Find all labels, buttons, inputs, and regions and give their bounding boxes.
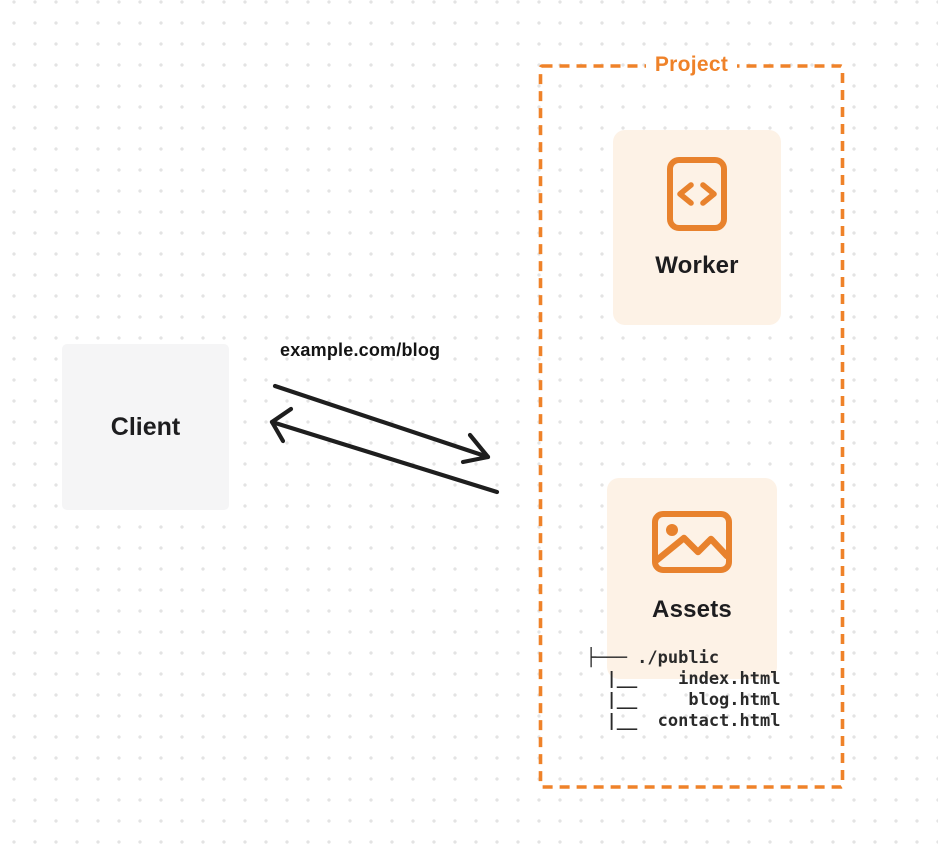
project-label: Project xyxy=(645,51,738,79)
chevron-left-icon xyxy=(677,182,694,206)
response-arrowhead xyxy=(269,406,294,444)
file-tree: ├─── ./public |__ index.html |__ blog.ht… xyxy=(586,648,781,731)
chevron-right-icon xyxy=(700,182,717,206)
worker-label: Worker xyxy=(655,252,739,279)
picture-icon xyxy=(652,511,732,573)
request-url-label: example.com/blog xyxy=(280,340,441,360)
request-arrowhead xyxy=(460,432,491,465)
picture-sun-dot xyxy=(666,524,678,536)
assets-label: Assets xyxy=(652,596,732,623)
request-arrow xyxy=(272,383,491,465)
code-file-icon xyxy=(667,157,727,231)
client-label: Client xyxy=(110,412,181,441)
worker-node: Worker xyxy=(613,130,781,325)
client-node: Client xyxy=(62,344,229,510)
project-boundary-header: Project xyxy=(540,51,843,79)
picture-mountains xyxy=(653,534,731,564)
response-arrow xyxy=(269,406,500,495)
